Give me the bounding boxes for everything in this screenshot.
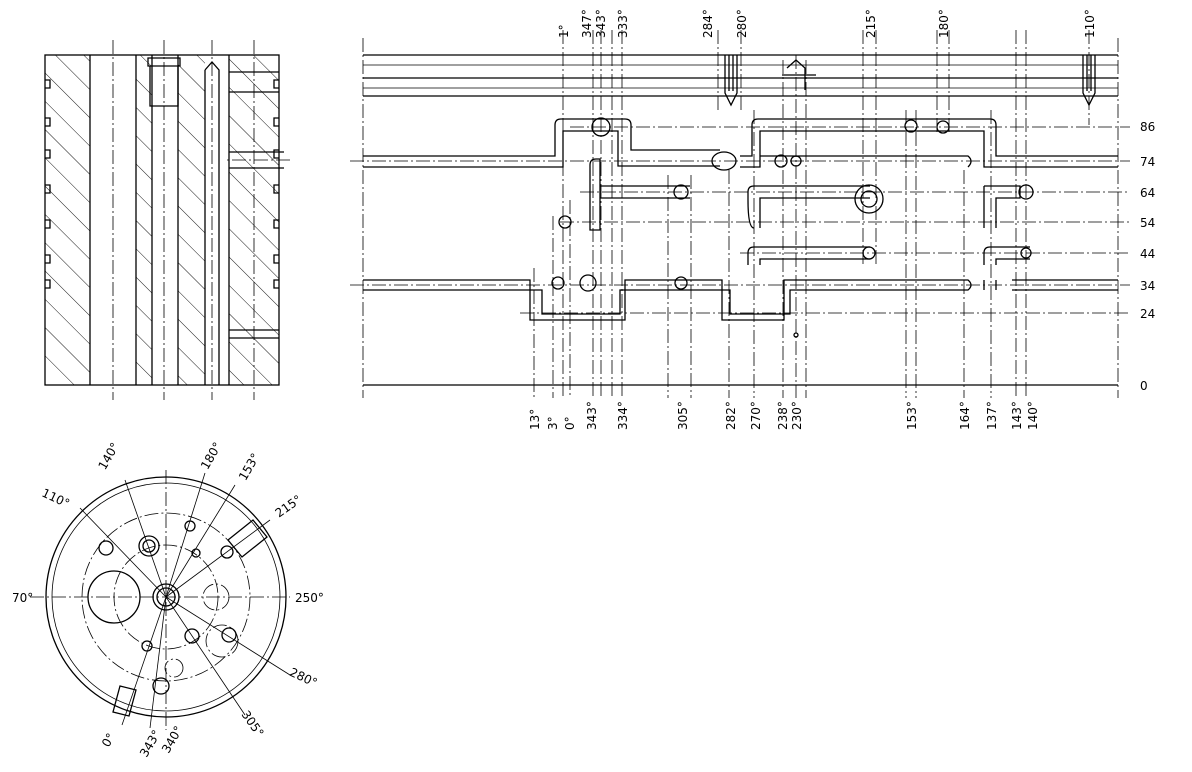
level-label: 54 <box>1140 216 1155 230</box>
top-angle-label: 284° <box>701 9 715 38</box>
bottom-angle-label: 143° <box>1010 401 1024 430</box>
bottom-angle-label: 343° <box>585 401 599 430</box>
bottom-angle-label: 13° <box>528 409 542 430</box>
plan-angle-label: 0° <box>99 731 118 750</box>
bottom-angle-label: 137° <box>985 401 999 430</box>
top-angle-label: 1° <box>557 24 571 38</box>
bottom-angle-label: 0° <box>563 416 577 430</box>
plan-angle-label: 110° <box>40 486 72 511</box>
bottom-angle-label: 238° <box>776 401 790 430</box>
plan-angle-label: 280° <box>287 665 319 690</box>
plan-angle-label: 250° <box>295 591 324 605</box>
top-angle-label: 347° <box>580 9 594 38</box>
bottom-angle-label: 153° <box>905 401 919 430</box>
level-label: 74 <box>1140 155 1155 169</box>
bottom-angle-label: 140° <box>1026 401 1040 430</box>
plan-angle-label: 340° <box>159 724 186 756</box>
plan-angle-label: 305° <box>239 708 267 740</box>
top-angle-label: 215° <box>864 9 878 38</box>
plan-angle-label: 215° <box>273 492 305 520</box>
inner-wall-hatch-2 <box>178 55 205 385</box>
top-angle-label: 343° <box>594 9 608 38</box>
plan-angle-label: 140° <box>95 440 122 472</box>
section-view <box>44 40 290 400</box>
level-label: 24 <box>1140 307 1155 321</box>
plan-angle-label: 70° <box>12 591 33 605</box>
bottom-angle-label: 305° <box>676 401 690 430</box>
inner-wall-hatch <box>136 55 152 385</box>
developed-view <box>350 30 1130 398</box>
level-label: 34 <box>1140 279 1155 293</box>
level-labels: 86 74 64 54 44 34 24 0 <box>1140 120 1155 393</box>
level-label: 64 <box>1140 186 1155 200</box>
bottom-angle-label: 164° <box>958 401 972 430</box>
bottom-angle-label: 282° <box>724 401 738 430</box>
level-label: 44 <box>1140 247 1155 261</box>
bottom-angle-label: 230° <box>790 401 804 430</box>
bottom-angle-label: 270° <box>749 401 763 430</box>
plan-angle-label: 153° <box>236 451 263 483</box>
plan-angle-label: 180° <box>198 440 225 472</box>
top-angle-label: 180° <box>937 9 951 38</box>
left-wall-hatch <box>45 55 90 385</box>
top-angle-label: 280° <box>735 9 749 38</box>
bottom-angle-label: 334° <box>616 401 630 430</box>
plan-view <box>30 470 291 730</box>
top-angle-labels: 1° 347° 343° 333° 284° 280° 215° 180° 11… <box>557 9 1097 38</box>
level-label: 0 <box>1140 379 1148 393</box>
angle-guides <box>533 30 1090 398</box>
plan-angle-label: 343° <box>137 728 164 760</box>
level-label: 86 <box>1140 120 1155 134</box>
top-angle-label: 110° <box>1083 9 1097 38</box>
bottom-angle-label: 3° <box>546 416 560 430</box>
bottom-angle-labels: 13° 3° 0° 343° 334° 305° 282° 270° 238° … <box>528 401 1040 430</box>
top-angle-label: 333° <box>616 9 630 38</box>
